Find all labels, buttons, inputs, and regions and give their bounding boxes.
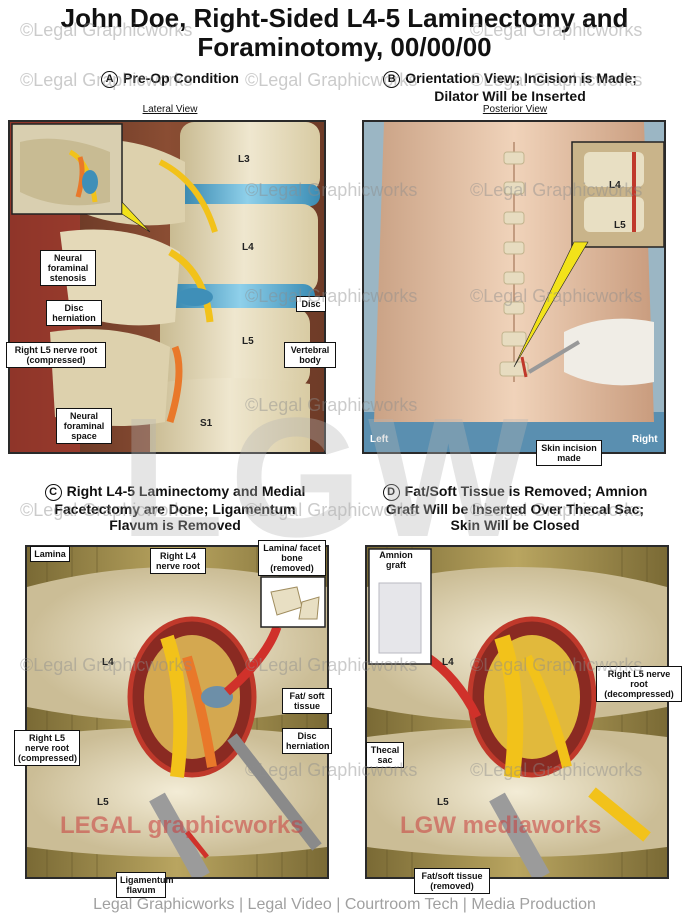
callout-disc: Disc (296, 296, 326, 312)
panel-c-heading-3: Flavum is Removed (109, 517, 241, 533)
panel-d-label-l4: L4 (442, 657, 454, 668)
panel-d-heading-2: Graft Will be Inserted Over Thecal Sac; (385, 501, 645, 517)
callout-fat-soft-tissue: Fat/ soft tissue (282, 688, 332, 714)
panel-b-badge: B (383, 71, 401, 88)
panel-b-subheading: Posterior View (482, 104, 548, 115)
callout-neural-foraminal-space: Neural foraminal space (56, 408, 112, 444)
label-l5: L5 (242, 336, 254, 347)
callout-neural-foraminal-stenosis: Neural foraminal stenosis (40, 250, 96, 286)
brand-lgw-mediaworks: LGW mediaworks (400, 812, 602, 839)
panel-c-illustration: L4 L5 (25, 545, 329, 879)
brand-legal-graphicworks: LEGAL graphicworks (60, 812, 304, 839)
callout-thecal-sac: Thecal sac (366, 742, 404, 768)
panel-c-badge: C (44, 484, 62, 501)
callout-lamina-facet-bone-removed: Lamina/ facet bone (removed) (258, 540, 326, 576)
callout-lamina: Lamina (30, 546, 70, 562)
callout-disc-herniation: Disc herniation (46, 300, 102, 326)
callout-disc-herniation-c: Disc herniation (282, 728, 332, 754)
panel-b-heading-1: Orientation View; Incision is Made; (405, 70, 637, 86)
inset-label-l4: L4 (609, 180, 621, 191)
panel-a-subheading: Lateral View (142, 104, 198, 115)
page-title: John Doe, Right-Sided L4-5 Laminectomy a… (0, 4, 689, 62)
callout-right-l5-nerve-root-compressed-c: Right L5 nerve root (compressed) (14, 730, 80, 766)
panel-d-label-l5: L5 (437, 797, 449, 808)
panel-b-illustration: L4 L5 Left Right (362, 120, 666, 454)
panel-d-illustration: L4 L5 (365, 545, 669, 879)
label-l4: L4 (242, 242, 254, 253)
posterior-back-drawing (364, 122, 664, 452)
panel-c-label-l4: L4 (102, 657, 114, 668)
panel-a-heading-text: Pre-Op Condition (123, 70, 239, 86)
panel-b-heading-2: Dilator Will be Inserted (434, 88, 586, 104)
panel-d-heading-1: Fat/Soft Tissue is Removed; Amnion (404, 483, 648, 499)
title-line-2: Foraminotomy, 00/00/00 (197, 32, 492, 62)
footer-text: Legal Graphicworks | Legal Video | Court… (93, 896, 596, 913)
label-l3: L3 (238, 154, 250, 165)
callout-right-l4-nerve-root: Right L4 nerve root (150, 548, 206, 574)
panel-d-heading-3: Skin Will be Closed (450, 517, 580, 533)
callout-fat-soft-tissue-removed: Fat/soft tissue (removed) (414, 868, 490, 894)
callout-right-l5-nerve-root-decompressed: Right L5 nerve root (decompressed) (596, 666, 682, 702)
laminectomy-drawing (27, 547, 327, 877)
callout-right-l5-nerve-root-compressed: Right L5 nerve root (compressed) (6, 342, 106, 368)
amnion-graft-drawing (367, 547, 667, 877)
label-left: Left (370, 434, 389, 445)
panel-a-illustration: L3 L4 L5 S1 (8, 120, 326, 454)
panel-c-label-l5: L5 (97, 797, 109, 808)
inset-label-l5: L5 (614, 220, 626, 231)
label-s1: S1 (200, 418, 213, 429)
panel-c-heading-1: Right L4-5 Laminectomy and Medial (66, 483, 306, 499)
title-line-1: John Doe, Right-Sided L4-5 Laminectomy a… (60, 3, 629, 33)
callout-amnion-graft: Amnion graft (379, 550, 413, 570)
callout-vertebral-body: Vertebral body (284, 342, 336, 368)
lateral-spine-drawing (10, 122, 324, 452)
panel-d-badge: D (382, 484, 400, 501)
panel-c-heading-2: Facetectomy are Done; Ligamentum (54, 501, 296, 517)
panel-a-badge: A (101, 71, 119, 88)
label-right: Right (632, 434, 658, 445)
callout-ligamentum-flavum: Ligamentum flavum (116, 872, 174, 898)
callout-skin-incision-made: Skin incision made (536, 440, 602, 466)
